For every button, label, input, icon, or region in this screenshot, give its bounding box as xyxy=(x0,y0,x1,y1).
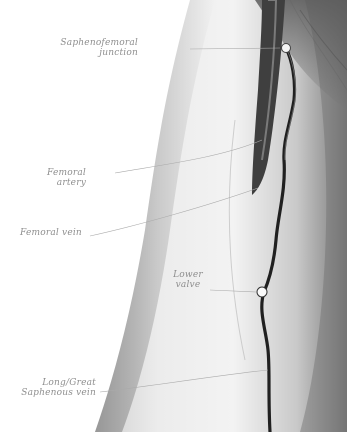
lower-valve-marker xyxy=(257,287,267,297)
label-saphenous-vein: Long/Great Saphenous vein xyxy=(0,378,96,398)
saphenofemoral-junction-marker xyxy=(282,44,291,53)
label-saphenofemoral-junction: Saphenofemoral junction xyxy=(18,38,138,58)
label-femoral-vein: Femoral vein xyxy=(20,228,82,238)
label-lower-valve: Lower valve xyxy=(160,270,216,290)
label-femoral-artery: Femoral artery xyxy=(12,168,86,188)
